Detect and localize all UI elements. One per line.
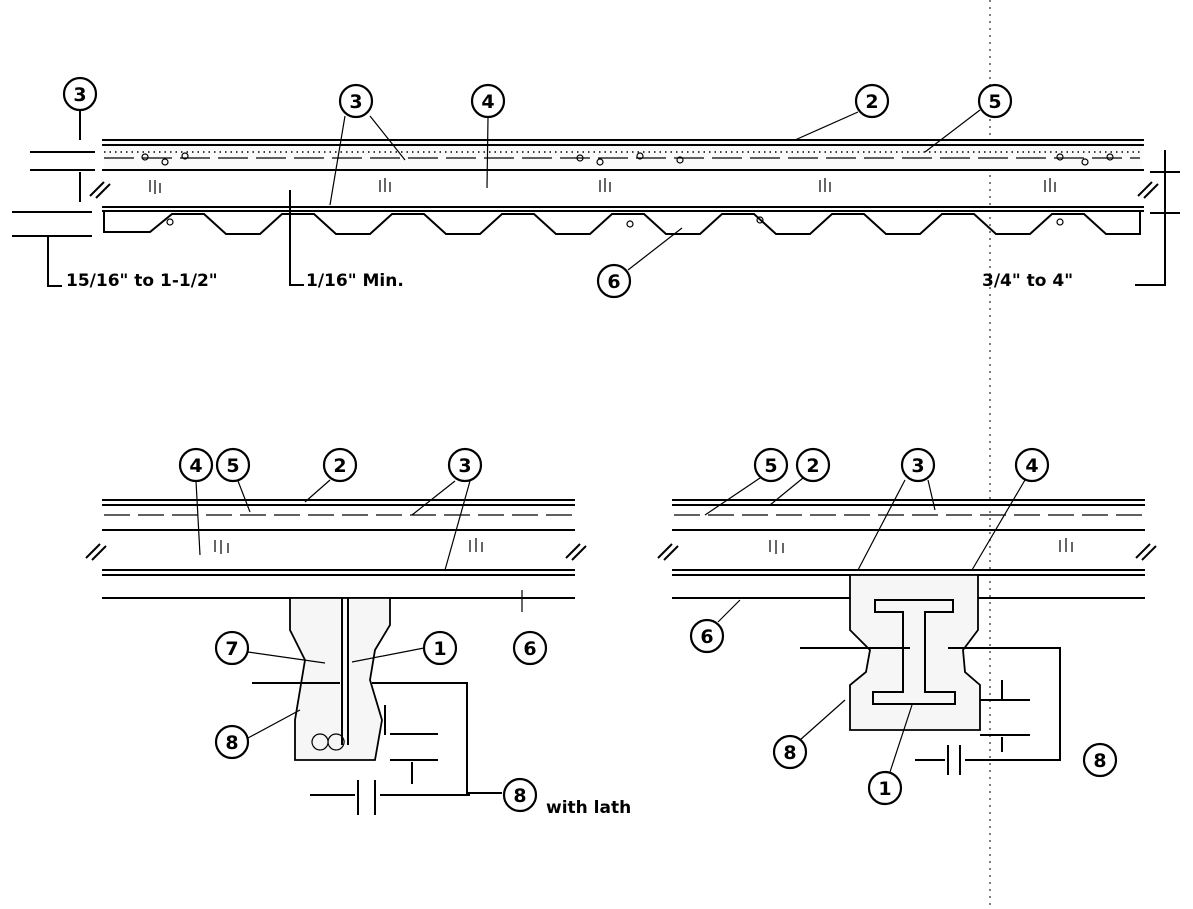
callout-4: 4: [470, 83, 506, 119]
svg-text:7: 7: [225, 638, 238, 660]
encasement-right: [849, 574, 981, 731]
svg-text:3: 3: [911, 455, 924, 477]
svg-text:3: 3: [458, 455, 471, 477]
svg-text:5: 5: [226, 455, 239, 477]
callout-8a: 8: [214, 724, 250, 760]
right-callouts: 5 2 3 4 6 8 1 8: [689, 447, 1118, 806]
svg-text:8: 8: [225, 732, 238, 754]
svg-text:8: 8: [513, 785, 526, 807]
left-callouts: 4 5 2 3 7 1 6 8 8: [178, 447, 548, 813]
aggregate: [141, 152, 1114, 228]
dim-left: 15/16" to 1-1/2": [66, 271, 218, 291]
corrugated-ceiling: [103, 211, 1141, 235]
svg-text:6: 6: [607, 271, 620, 293]
svg-text:4: 4: [481, 91, 494, 113]
encasement-left: [289, 597, 391, 761]
callout-4: 4: [1014, 447, 1050, 483]
top-callouts: 3 3 4 2 5 6: [62, 76, 1013, 299]
svg-text:2: 2: [333, 455, 346, 477]
dim-mid: 1/16" Min.: [306, 271, 404, 291]
svg-text:8: 8: [1093, 750, 1106, 772]
callout-8b: 8: [502, 777, 538, 813]
svg-text:6: 6: [523, 638, 536, 660]
svg-text:8: 8: [783, 742, 796, 764]
svg-text:6: 6: [700, 626, 713, 648]
callout-3: 3: [447, 447, 483, 483]
callout-3: 3: [900, 447, 936, 483]
callout-2: 2: [322, 447, 358, 483]
callout-2: 2: [854, 83, 890, 119]
callout-5: 5: [977, 83, 1013, 119]
svg-text:5: 5: [988, 91, 1001, 113]
svg-text:2: 2: [865, 91, 878, 113]
lath-note: with lath: [546, 798, 631, 818]
svg-text:4: 4: [189, 455, 202, 477]
svg-text:3: 3: [73, 84, 86, 106]
callout-5: 5: [215, 447, 251, 483]
callout-3b: 3: [338, 83, 374, 119]
svg-text:5: 5: [764, 455, 777, 477]
svg-text:1: 1: [433, 638, 446, 660]
callout-8b: 8: [1082, 742, 1118, 778]
dim-right: 3/4" to 4": [982, 271, 1073, 291]
svg-text:4: 4: [1025, 455, 1038, 477]
callout-1: 1: [422, 630, 458, 666]
callout-2: 2: [795, 447, 831, 483]
callout-3a: 3: [62, 76, 98, 112]
right-section: [657, 499, 1157, 775]
callout-5: 5: [753, 447, 789, 483]
left-section: [85, 499, 587, 815]
callout-6: 6: [596, 263, 632, 299]
core-hatch: [149, 178, 1056, 194]
callout-8a: 8: [772, 734, 808, 770]
svg-text:2: 2: [806, 455, 819, 477]
callout-1: 1: [867, 770, 903, 806]
svg-text:1: 1: [878, 778, 891, 800]
top-section: [12, 110, 1180, 287]
svg-text:3: 3: [349, 91, 362, 113]
callout-7: 7: [214, 630, 250, 666]
callout-4: 4: [178, 447, 214, 483]
callout-6: 6: [689, 618, 725, 654]
callout-6: 6: [512, 630, 548, 666]
